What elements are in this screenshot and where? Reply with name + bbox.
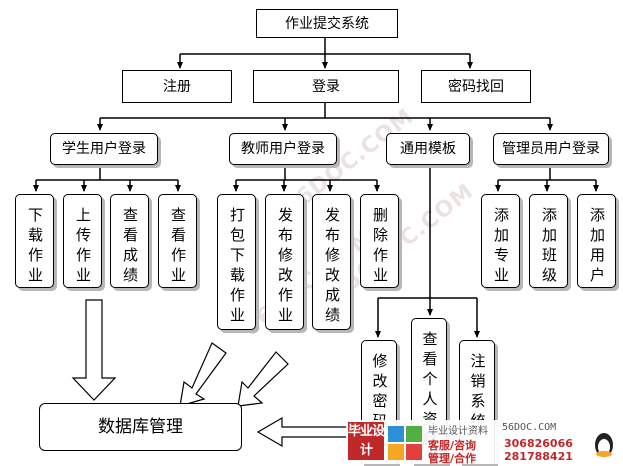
block-arrow xyxy=(256,416,353,448)
node-label: 上传作业 xyxy=(74,207,92,287)
service-label-2: 管理/合作 xyxy=(428,452,477,465)
qq-icon xyxy=(388,426,422,460)
teacher-action-node: 发布修改作业 xyxy=(265,194,304,330)
qq-number-2: 281788421 xyxy=(504,450,573,463)
block-arrow xyxy=(179,342,227,407)
teacher-login-node: 教师用户登录 xyxy=(229,133,337,165)
password-recovery-node: 密码找回 xyxy=(421,70,531,103)
student-action-node: 查看作业 xyxy=(158,194,197,288)
node-label: 添加用户 xyxy=(588,207,606,287)
node-label: 添加专业 xyxy=(492,207,510,287)
root-node: 作业提交系统 xyxy=(256,9,398,38)
qq-number-1: 306826066 xyxy=(504,437,573,450)
login-node: 登录 xyxy=(253,70,399,103)
admin-action-node: 添加专业 xyxy=(481,194,520,288)
admin-action-node: 添加用户 xyxy=(577,194,616,288)
service-label-1: 客服/咨询 xyxy=(428,439,477,452)
register-node: 注册 xyxy=(122,70,232,103)
watermark-badge: 毕业设计 毕业设计资料 56DOC.COM 客服/咨询 306826066 管理… xyxy=(346,420,623,465)
student-action-node: 下载作业 xyxy=(15,194,54,288)
node-label: 下载作业 xyxy=(26,207,44,287)
teacher-action-node: 发布修改成绩 xyxy=(312,194,351,330)
block-arrow xyxy=(71,299,117,401)
penguin-icon xyxy=(595,433,613,457)
node-label: 添加班级 xyxy=(540,207,558,287)
badge-logo: 毕业设计 xyxy=(348,422,385,460)
teacher-action-node: 删除作业 xyxy=(360,194,399,288)
node-label: 修改密码 xyxy=(370,353,389,433)
student-action-node: 查看成绩 xyxy=(110,194,149,288)
admin-login-node: 管理员用户登录 xyxy=(493,133,609,165)
database-node: 数据库管理 xyxy=(39,403,242,451)
node-label: 注销系统 xyxy=(468,353,487,433)
block-arrow xyxy=(237,351,289,407)
node-label: 查看作业 xyxy=(169,207,187,287)
node-label: 删除作业 xyxy=(371,207,389,287)
student-action-node: 上传作业 xyxy=(63,194,102,288)
node-label: 发布修改成绩 xyxy=(323,207,341,327)
teacher-action-node: 打包下载作业 xyxy=(217,194,256,330)
node-label: 打包下载作业 xyxy=(228,207,246,327)
node-label: 查看成绩 xyxy=(121,207,139,287)
badge-domain: 56DOC.COM xyxy=(502,422,557,433)
admin-action-node: 添加班级 xyxy=(529,194,568,288)
common-template-node: 通用模板 xyxy=(386,133,470,165)
node-label: 发布修改作业 xyxy=(276,207,294,327)
student-login-node: 学生用户登录 xyxy=(50,133,158,165)
badge-tagline: 毕业设计资料 xyxy=(428,426,488,437)
